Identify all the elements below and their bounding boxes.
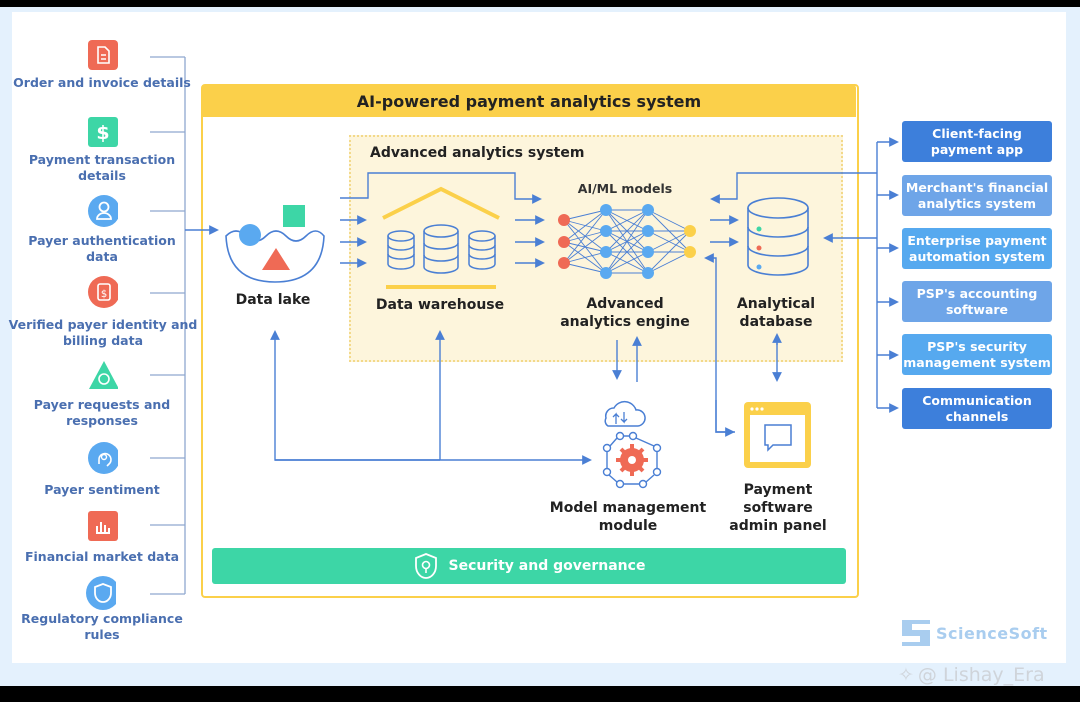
id-card-icon: $ (88, 276, 118, 308)
admin-panel-icon (744, 402, 811, 468)
source-label: Verified payer identity and billing data (8, 317, 198, 348)
sciencesoft-logo: ScienceSoft (902, 620, 1048, 646)
source-label: Payer sentiment (44, 482, 160, 497)
nn-node (642, 267, 654, 279)
bar-chart-icon (88, 511, 118, 541)
nn-node (558, 214, 570, 226)
nn-node (684, 225, 696, 237)
nn-connection (605, 230, 649, 274)
nn-connection (605, 209, 649, 253)
dollar-icon: $ (88, 117, 118, 147)
nn-node (642, 246, 654, 258)
analytics-engine-label: Advanced analytics engine (560, 296, 690, 330)
lake-bypass-to-engine-arrow (340, 172, 542, 204)
head-icon (88, 442, 118, 474)
security-shield-icon (414, 553, 437, 579)
source-label: Regulatory compliance rules (21, 611, 183, 642)
nn-node (558, 236, 570, 248)
nn-node (642, 204, 654, 216)
output-box: Client-facing payment app (902, 121, 1052, 162)
nn-node (642, 225, 654, 237)
nn-connection (605, 209, 649, 232)
analytical-database-icon (747, 197, 809, 276)
model-management-icon (602, 400, 662, 489)
nn-connection (563, 209, 607, 221)
data-lake-icon (225, 205, 325, 283)
source-label: Payment transaction details (28, 152, 176, 183)
user-icon (88, 195, 118, 227)
svg-text:$: $ (96, 122, 109, 144)
source-label: Payer authentication data (28, 233, 176, 264)
main-system-title: AI-powered payment analytics system (202, 85, 856, 117)
nn-connection (647, 230, 691, 274)
nn-connection (563, 209, 607, 243)
admin-panel-label: Payment software admin panel (729, 482, 827, 534)
outputs-feedback-arrow (710, 172, 877, 204)
nn-connection (647, 251, 691, 274)
source-label: Payer requests and responses (33, 397, 171, 428)
document-icon (88, 40, 118, 70)
nn-connection (563, 209, 607, 264)
nn-node (600, 225, 612, 237)
nn-connection (563, 251, 607, 264)
nn-connection (605, 209, 649, 274)
source-label: Financial market data (24, 549, 180, 564)
model-management-label: Model management module (549, 500, 707, 534)
nn-node (600, 246, 612, 258)
source-label: Order and invoice details (13, 75, 191, 90)
source-bus-lines (150, 56, 186, 595)
nn-connection (647, 209, 691, 232)
output-box: Enterprise payment automation system (902, 228, 1052, 269)
nn-connection (605, 251, 649, 274)
data-warehouse-icon (382, 186, 500, 289)
nn-connection (563, 230, 607, 264)
security-label: Security and governance (448, 558, 646, 574)
data-lake-label: Data lake (235, 292, 311, 308)
chat-icon (88, 360, 118, 390)
nn-connection (563, 262, 607, 274)
nn-node (558, 257, 570, 269)
security-governance-bar: Security and governance (212, 548, 846, 584)
output-box: PSP's accounting software (902, 281, 1052, 322)
svg-text:$: $ (101, 289, 107, 300)
nn-node (684, 246, 696, 258)
analytical-database-label: Analytical database (736, 296, 816, 330)
sciencesoft-logo-icon (902, 620, 930, 646)
neural-network-icon (558, 204, 696, 279)
nn-connection (647, 230, 691, 253)
admin-to-engine-arrow (704, 253, 735, 433)
model-mgmt-to-lake-arrow (270, 330, 440, 461)
watermark-logo-icon: ✧ (898, 664, 914, 686)
output-box: Merchant's financial analytics system (902, 175, 1052, 216)
nn-node (600, 204, 612, 216)
advanced-analytics-title: Advanced analytics system (370, 145, 585, 161)
nn-node (600, 267, 612, 279)
output-box: PSP's security management system (902, 334, 1052, 375)
shield-icon (86, 576, 116, 610)
ai-ml-models-label: AI/ML models (577, 181, 673, 196)
watermark: ✧ @ Lishay_Era (898, 664, 1045, 686)
output-box: Communication channels (902, 388, 1052, 429)
data-warehouse-label: Data warehouse (375, 297, 505, 313)
